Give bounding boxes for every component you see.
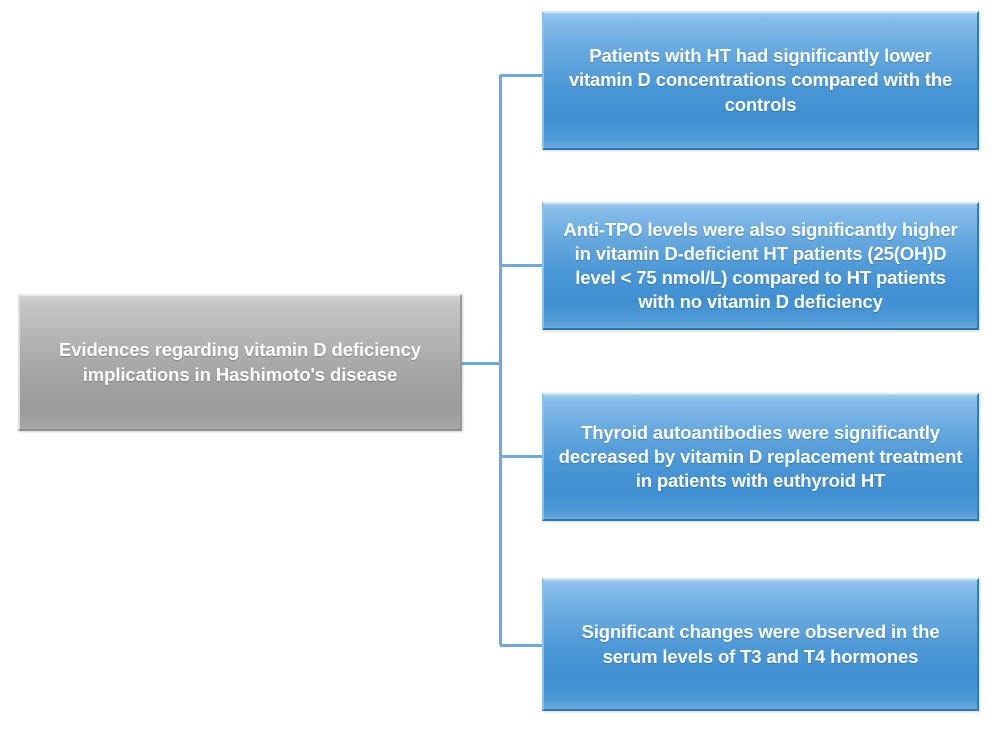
branch-node-2-label: Anti-TPO levels were also significantly … <box>563 218 958 313</box>
branch-node-3-label: Thyroid autoantibodies were significantl… <box>558 421 963 492</box>
branch-node-4-label: Significant changes were observed in the… <box>581 621 940 667</box>
branch-node-4[interactable]: Significant changes were observed in the… <box>542 578 979 711</box>
branch-node-3[interactable]: Thyroid autoantibodies were significantl… <box>542 393 979 521</box>
branch-node-1-label: Patients with HT had significantly lower… <box>568 45 953 115</box>
branch-node-2[interactable]: Anti-TPO levels were also significantly … <box>542 202 979 330</box>
root-node-label: Evidences regarding vitamin D deficiency… <box>58 339 422 385</box>
root-node[interactable]: Evidences regarding vitamin D deficiency… <box>18 294 462 431</box>
branch-node-1[interactable]: Patients with HT had significantly lower… <box>542 11 979 150</box>
